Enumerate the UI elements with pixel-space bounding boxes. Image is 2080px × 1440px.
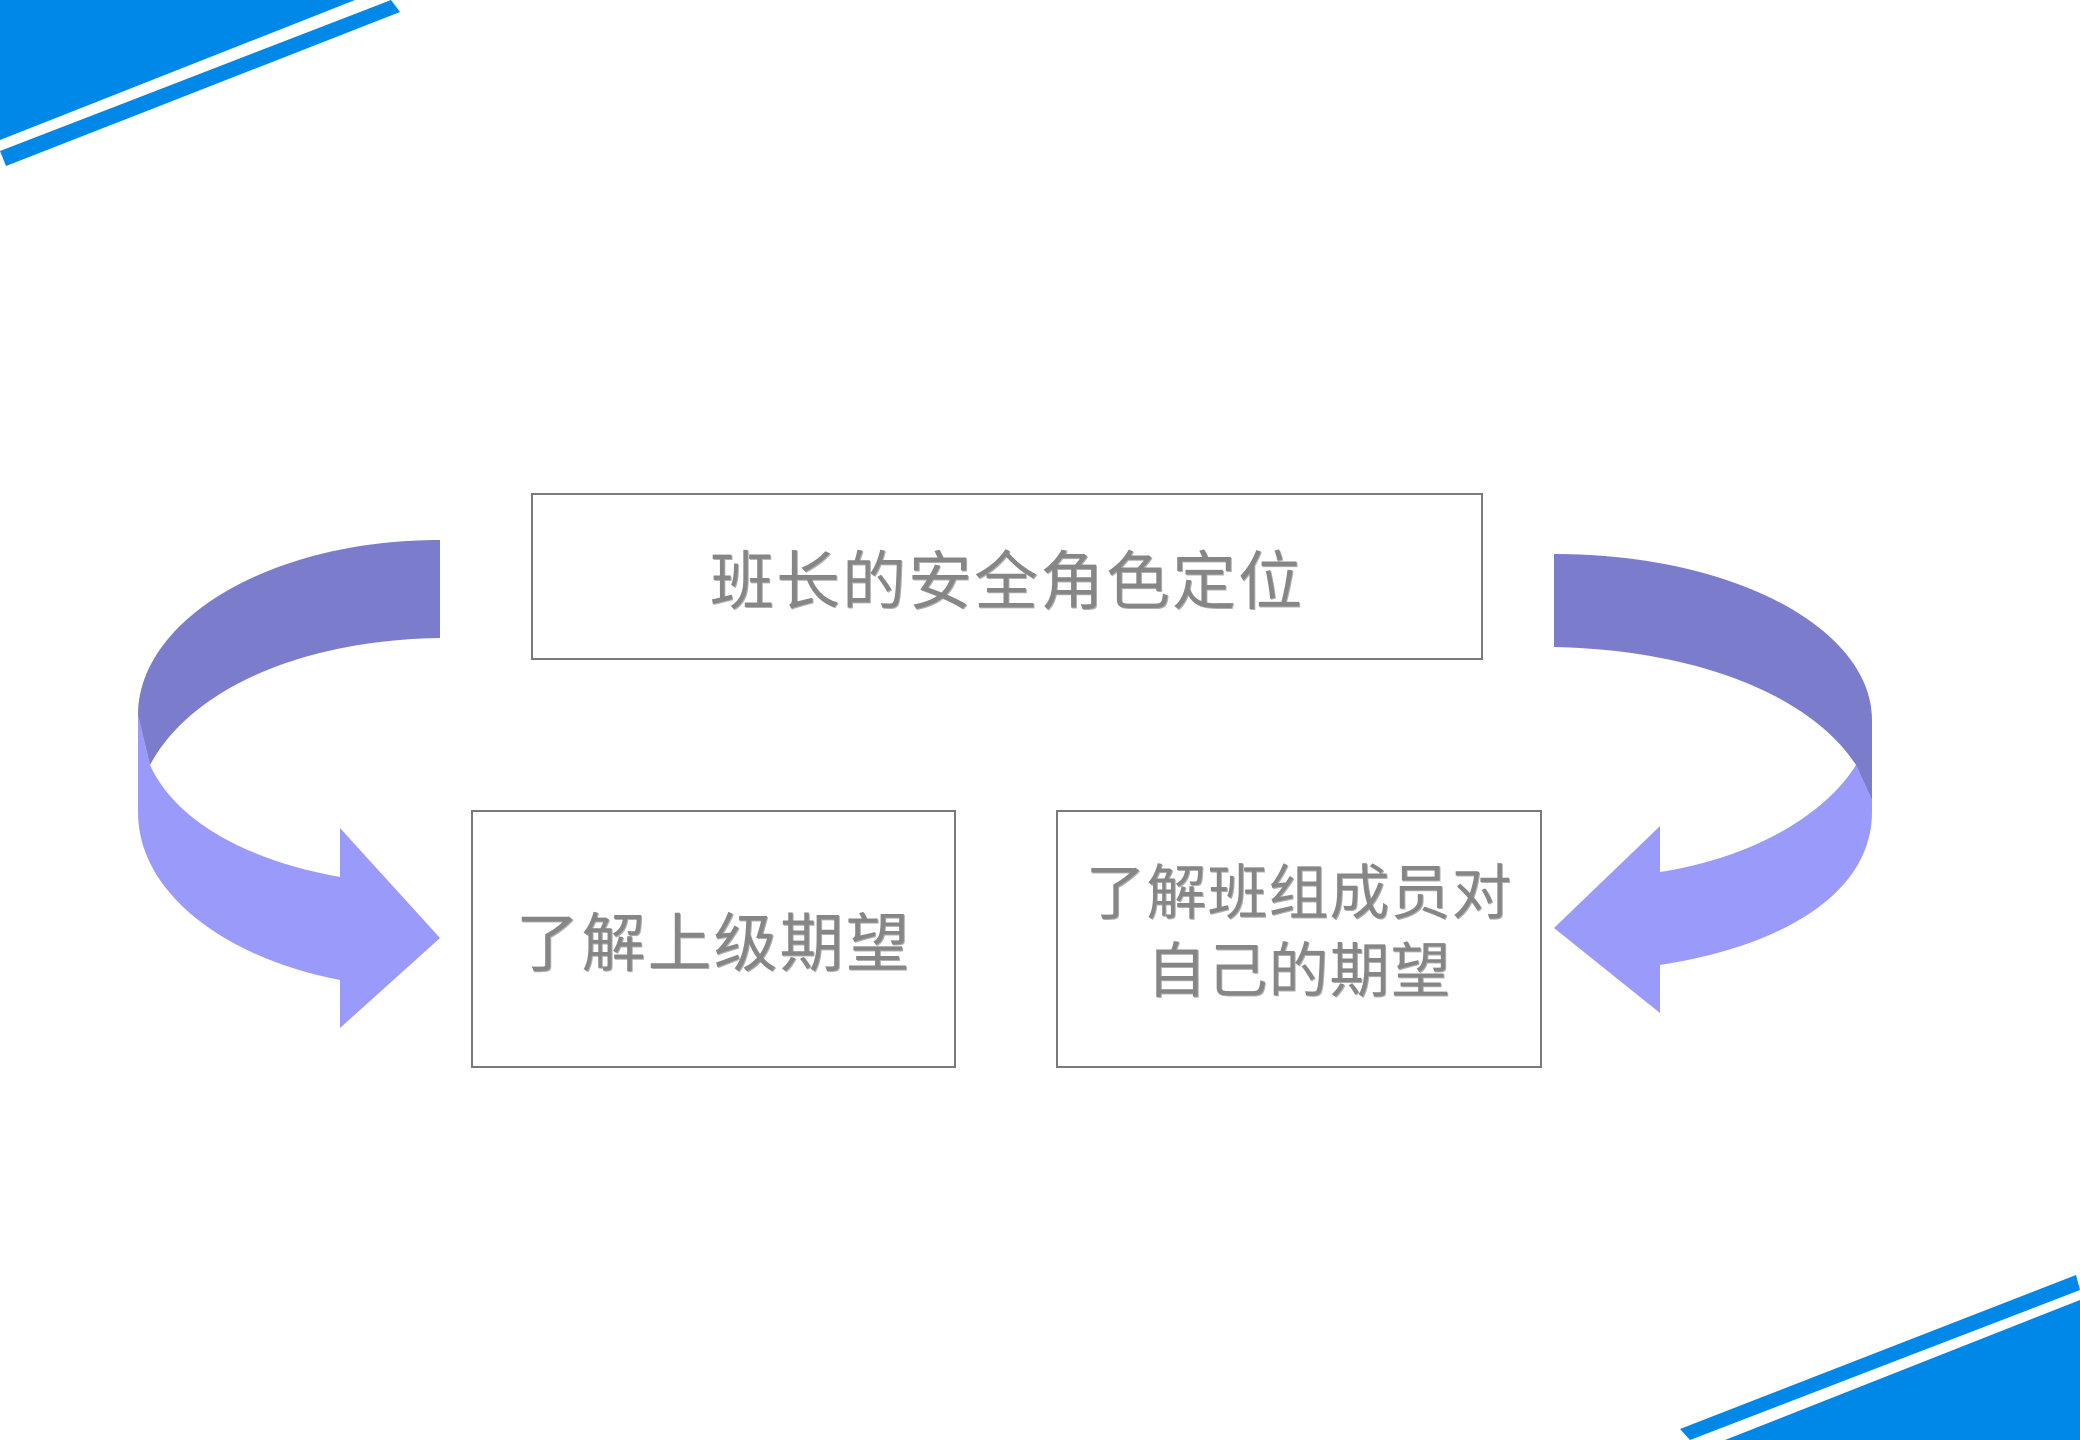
corner-accent-top-left [0,0,355,140]
right-box-team-expectations: 了解班组成员对自己的期望 [1056,810,1542,1068]
left-box-superior-expectations: 了解上级期望 [471,810,956,1068]
left-box-text: 了解上级期望 [515,908,912,982]
left-arrow-back-band [138,540,440,765]
right-arrow-back-band [1554,554,1872,800]
corner-stripe-top-left [0,0,400,166]
top-box-text: 班长的安全角色定位 [710,545,1304,620]
left-curved-arrow [138,540,440,1028]
corner-accent-bottom-right [1725,1300,2080,1440]
right-box-text: 了解班组成员对自己的期望 [1085,859,1513,1007]
right-curved-arrow [1554,554,1872,1013]
left-arrow-front-band [138,715,440,1028]
right-arrow-front-band [1554,765,1872,1013]
corner-stripe-bottom-right [1680,1275,2080,1440]
top-box-role-positioning: 班长的安全角色定位 [531,493,1483,660]
